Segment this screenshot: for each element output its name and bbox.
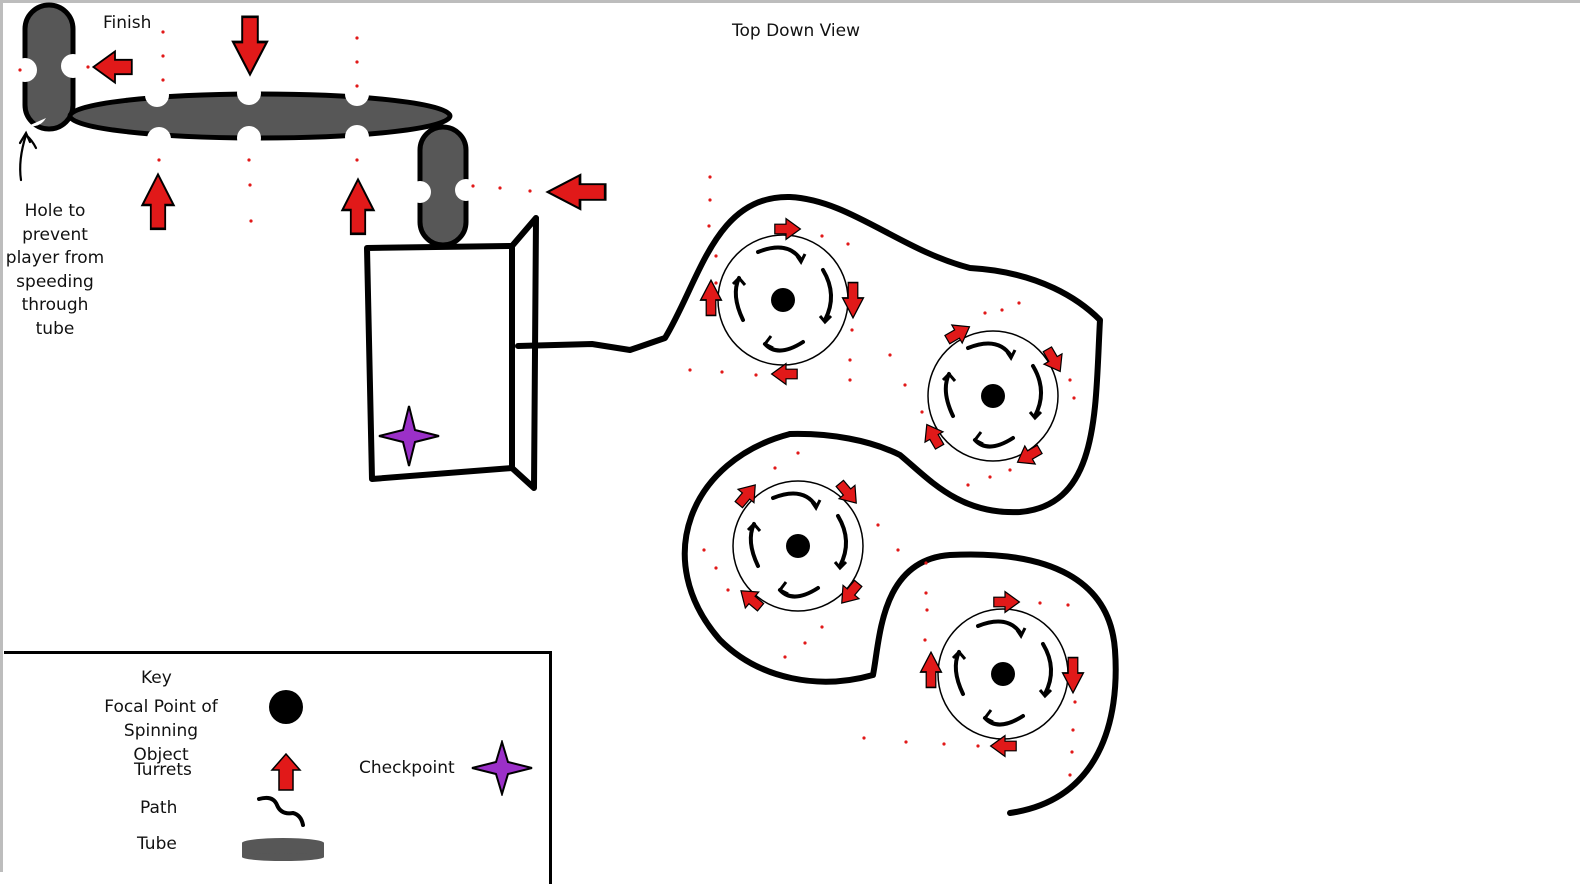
turret-icon — [270, 752, 302, 791]
finish-label: Finish — [103, 13, 152, 33]
spinner-4 — [936, 607, 1070, 741]
hole-note: Hole to prevent player from speeding thr… — [5, 201, 105, 339]
diagram-title: Top Down View — [732, 21, 861, 41]
legend-heading: Key — [141, 668, 172, 688]
short-tube — [409, 124, 477, 248]
turret-icon — [770, 363, 798, 385]
canvas-border-left — [0, 0, 3, 872]
focal-point-icon — [269, 690, 303, 724]
spinner-2 — [926, 329, 1060, 463]
legend-focal-point-label: Focal Point of Spinning Object — [104, 697, 218, 765]
legend-path-label: Path — [140, 798, 178, 818]
tube-capsule-icon — [242, 838, 324, 861]
legend-checkpoint-label: Checkpoint — [359, 758, 455, 778]
canvas-border-top — [0, 0, 1580, 3]
checkpoint-star-icon — [378, 405, 440, 467]
laser-dots — [18, 30, 1077, 777]
turret-icon — [231, 15, 269, 76]
checkpoint-room — [364, 215, 539, 491]
track-boundary — [515, 193, 1119, 816]
legend-box — [4, 651, 552, 884]
spinner-1 — [716, 233, 850, 367]
checkpoint-star-icon — [471, 740, 533, 796]
turret-icon — [341, 178, 375, 236]
main-tube — [67, 81, 453, 151]
turret-icon — [92, 50, 133, 84]
path-squiggle-icon — [257, 795, 305, 827]
legend-turrets-label: Turrets — [134, 760, 192, 780]
turret-icon — [546, 173, 607, 211]
finish-tube — [13, 2, 85, 132]
turret-icon — [141, 173, 175, 231]
hole-pointer-arrow — [18, 130, 38, 182]
legend-tube-label: Tube — [137, 834, 177, 854]
